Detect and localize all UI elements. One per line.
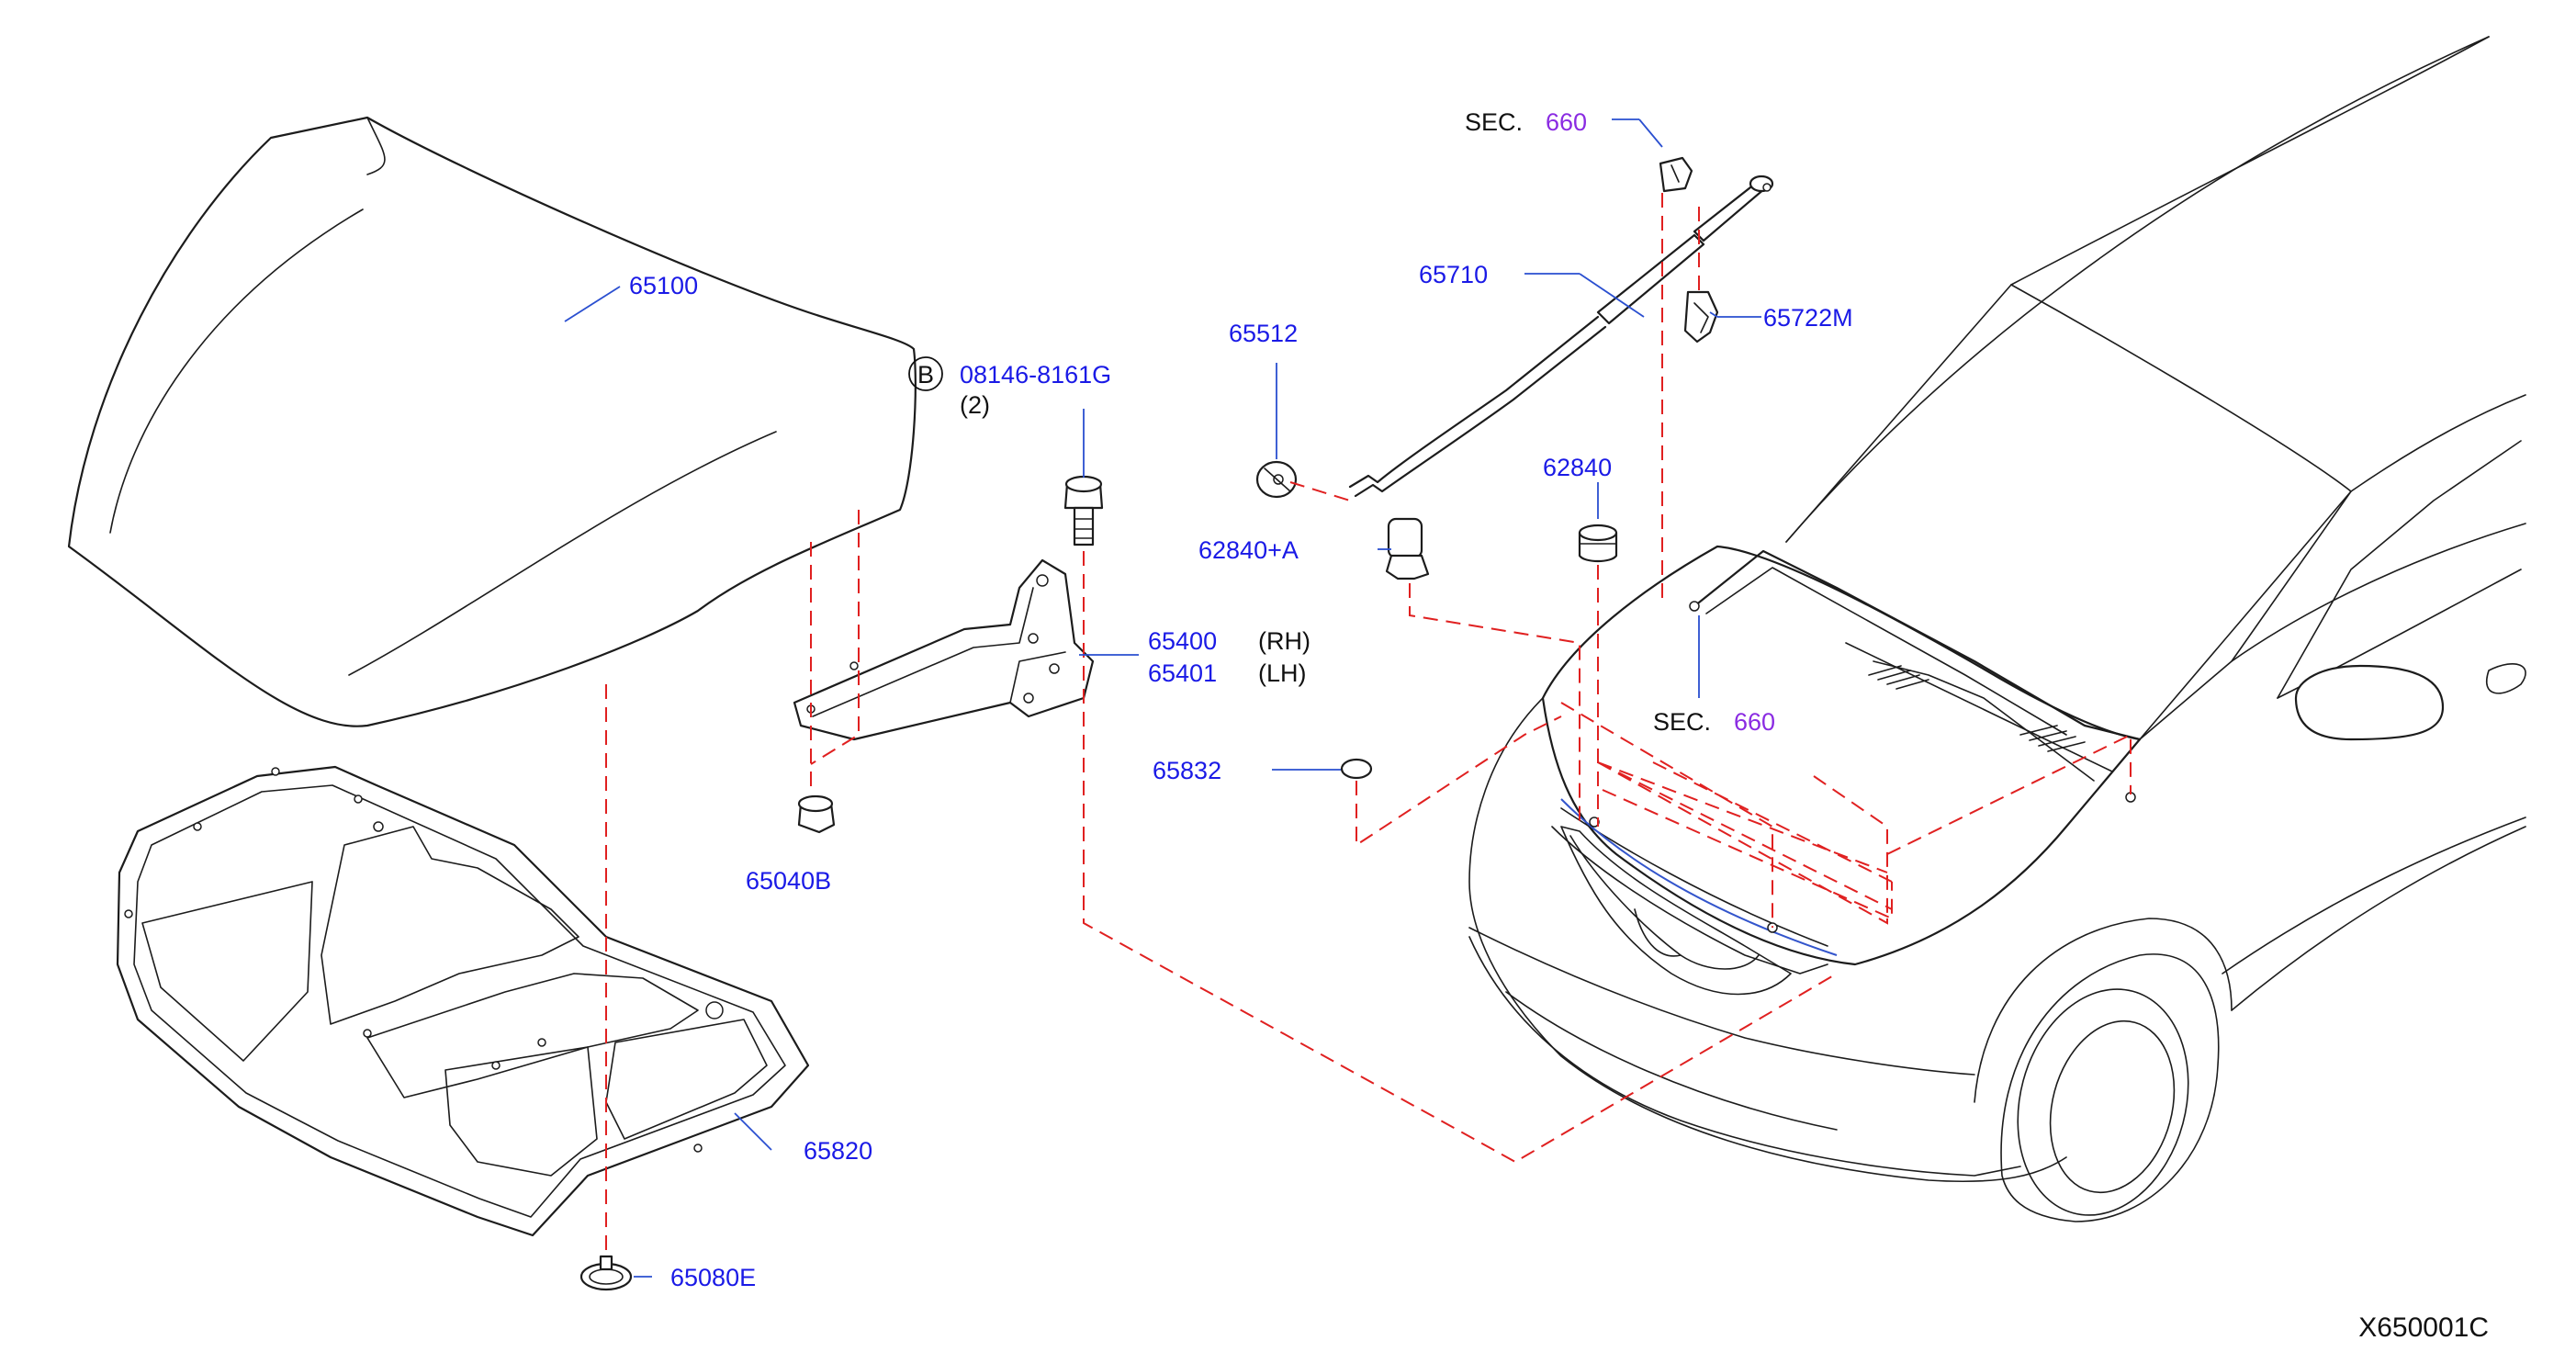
hood-drawing (67, 116, 917, 727)
sec-label-mid: SEC. (1653, 708, 1711, 736)
bolt-marker-letter: B (917, 361, 934, 389)
label-08146-8161g[interactable]: 08146-8161G (960, 361, 1111, 389)
insulator-drawing (116, 765, 810, 1237)
label-65710[interactable]: 65710 (1419, 261, 1488, 288)
clip-sec660-drawing (1659, 156, 1693, 193)
label-lh: (LH) (1258, 659, 1307, 687)
label-65400[interactable]: 65400 (1148, 627, 1217, 655)
bolt-drawing (1063, 475, 1104, 546)
bolt-marker: B (908, 356, 943, 391)
assembly-lines (605, 193, 2132, 1258)
clip-65722m-drawing (1683, 290, 1719, 344)
stay-rod-drawing (1348, 175, 1774, 498)
label-65512[interactable]: 65512 (1229, 320, 1298, 347)
label-bolt-qty: (2) (960, 391, 990, 419)
hinge-drawing (793, 558, 1095, 741)
leader-lines (564, 118, 1761, 1278)
label-62840a[interactable]: 62840+A (1198, 536, 1299, 564)
bumper-62840-drawing (1578, 524, 1618, 563)
nut-65040b-drawing (797, 794, 836, 834)
labels: 65100 65820 65080E 65040B B 08146-8161G … (629, 108, 2489, 1343)
label-65080e[interactable]: 65080E (670, 1264, 756, 1291)
cowl-grille (1868, 665, 2086, 752)
sec-ref-top[interactable]: 660 (1546, 108, 1587, 136)
vehicle-drawing (1468, 36, 2526, 1222)
label-65820[interactable]: 65820 (804, 1137, 872, 1165)
label-65722m[interactable]: 65722M (1763, 304, 1853, 332)
label-rh: (RH) (1258, 627, 1310, 655)
clip-65080e-drawing (579, 1255, 633, 1291)
sec-ref-mid[interactable]: 660 (1734, 708, 1775, 736)
label-65040b[interactable]: 65040B (746, 867, 831, 895)
diagram-code: X650001C (2358, 1312, 2489, 1343)
label-62840[interactable]: 62840 (1543, 454, 1612, 481)
bumper-62840a-drawing (1385, 517, 1430, 580)
label-65832[interactable]: 65832 (1153, 757, 1221, 784)
sec-label-top: SEC. (1465, 108, 1523, 136)
seal-65832-drawing (1340, 758, 1373, 780)
grommet-65512-drawing (1255, 460, 1298, 499)
label-65401[interactable]: 65401 (1148, 659, 1217, 687)
label-65100[interactable]: 65100 (629, 272, 698, 299)
